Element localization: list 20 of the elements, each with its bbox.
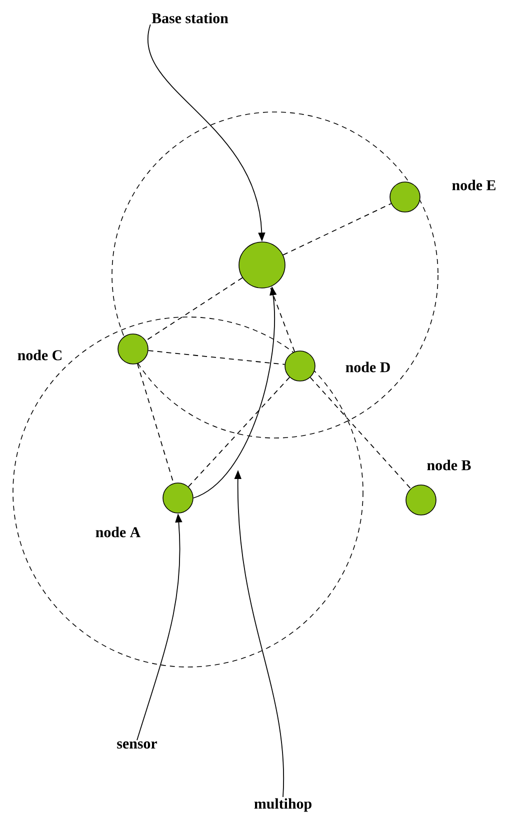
node-label: node D [346, 362, 390, 372]
text-label: Base station [152, 12, 228, 24]
dashed-link [148, 350, 286, 365]
node-circle [284, 350, 316, 382]
text-label: multihop [254, 798, 312, 812]
dashed-link [310, 376, 412, 490]
node-circle [162, 482, 194, 514]
node-label: node B [427, 460, 471, 470]
dashed-link [145, 277, 243, 342]
dashed-link [188, 376, 290, 488]
node-circle [390, 182, 420, 212]
node-label: node C [18, 350, 62, 360]
dashed-link [282, 203, 392, 256]
node-label: node E [452, 180, 496, 190]
node-label: node A [96, 526, 140, 538]
base-station-circle [238, 242, 286, 288]
node-circle [118, 334, 148, 364]
text-label: sensor [117, 741, 158, 749]
node-circle [406, 484, 436, 516]
dashed-link [270, 286, 296, 352]
